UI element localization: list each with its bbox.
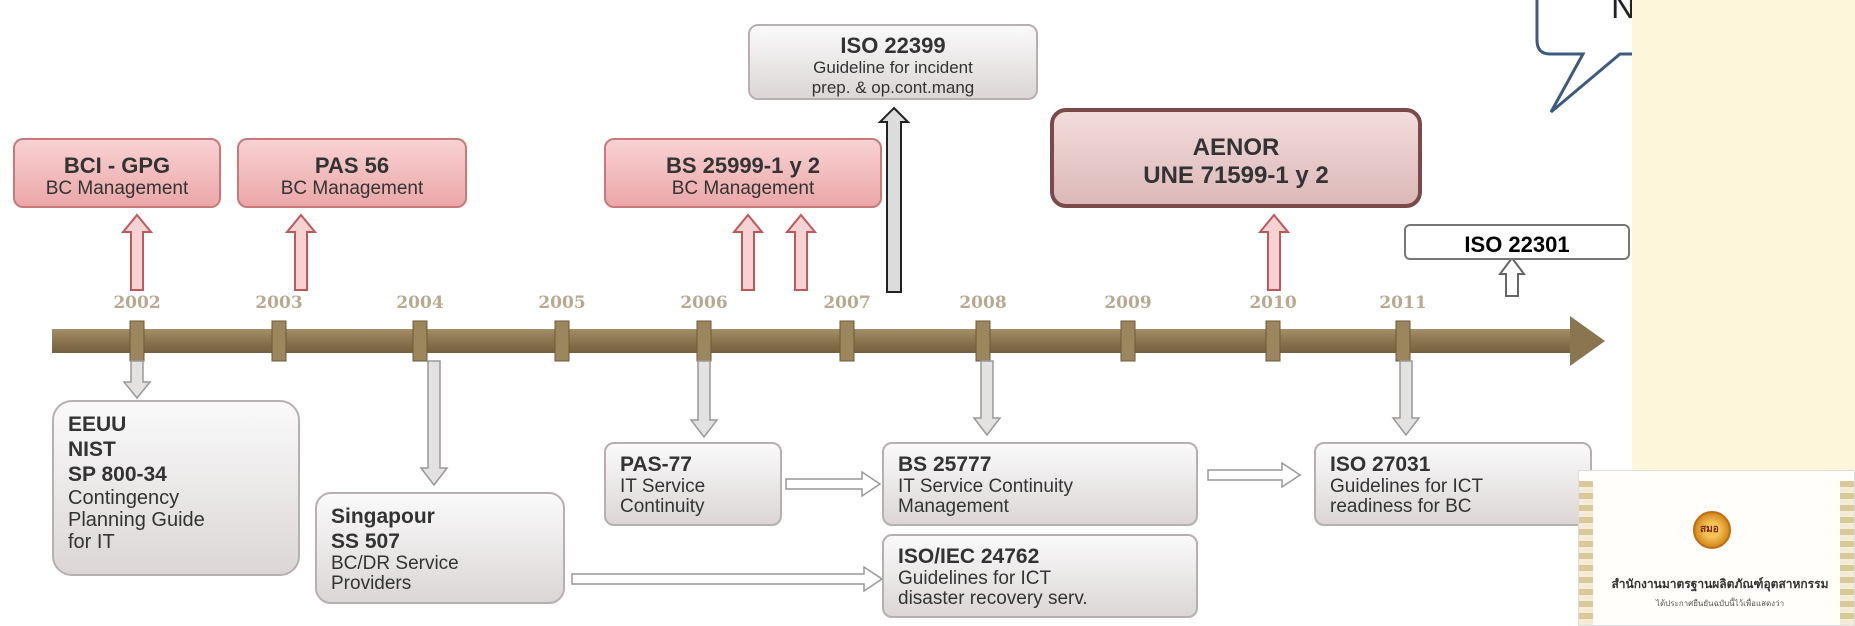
year-tick — [271, 320, 287, 362]
right-arrow — [1207, 461, 1302, 489]
timeline-arrowhead — [1570, 316, 1605, 366]
box-title: PAS-77 — [620, 453, 692, 476]
box-line: Providers — [331, 573, 412, 594]
seal-icon: สมอ — [1693, 511, 1731, 549]
year-tick — [839, 320, 855, 362]
year-tick — [696, 320, 712, 362]
down-arrow — [419, 360, 449, 487]
pas77-box: PAS-77 IT Service Continuity — [604, 442, 782, 526]
box-title: SP 800-34 — [68, 463, 167, 486]
year-label: 2008 — [959, 293, 1007, 313]
up-arrow — [877, 106, 911, 293]
bs25999-box: BS 25999-1 y 2 BC Management — [604, 138, 882, 208]
box-line: readiness for BC — [1330, 496, 1472, 517]
down-arrow — [122, 360, 152, 400]
up-arrow — [120, 213, 154, 291]
certificate-org: สำนักงานมาตรฐานผลิตภัณฑ์อุตสาหกรรม — [1611, 577, 1829, 591]
box-title: BS 25999-1 y 2 — [665, 153, 821, 178]
right-arrow — [785, 470, 882, 498]
box-line: Contingency — [68, 487, 180, 509]
year-label: 2005 — [538, 293, 586, 313]
box-line: for IT — [68, 531, 115, 553]
timeline-diagram: New 2002 2003 2004 2005 2006 2007 2008 2… — [13, 0, 1680, 618]
box-title: PAS 56 — [314, 153, 390, 178]
bci-gpg-box: BCI - GPG BC Management — [13, 138, 221, 208]
box-line: Guideline for incident — [813, 58, 973, 77]
year-label: 2003 — [255, 293, 303, 313]
box-line: prep. & op.cont.mang — [811, 78, 975, 97]
certificate-border-left — [1579, 481, 1593, 625]
box-subtitle: BC Management — [671, 178, 815, 199]
box-line: Continuity — [620, 496, 705, 517]
pas56-box: PAS 56 BC Management — [237, 138, 467, 208]
year-tick — [975, 320, 991, 362]
down-arrow — [689, 360, 719, 439]
iso27031-box: ISO 27031 Guidelines for ICT readiness f… — [1314, 442, 1592, 526]
year-tick — [1265, 320, 1281, 362]
timeline-axis — [52, 329, 1572, 353]
box-line: disaster recovery serv. — [898, 588, 1088, 609]
year-tick — [554, 320, 570, 362]
box-title: ISO 27031 — [1330, 453, 1431, 476]
year-tick — [129, 320, 145, 362]
bs25777-box: BS 25777 IT Service Continuity Managemen… — [882, 442, 1198, 526]
year-label: 2010 — [1249, 293, 1297, 313]
year-label: 2011 — [1379, 293, 1427, 313]
box-line: Guidelines for ICT — [898, 568, 1052, 589]
box-line: BC/DR Service — [331, 553, 459, 574]
box-line: Guidelines for ICT — [1330, 476, 1484, 497]
seal-text: สมอ — [1700, 524, 1719, 535]
certificate-thumbnail: สมอ สำนักงานมาตรฐานผลิตภัณฑ์อุตสาหกรรม ไ… — [1578, 470, 1855, 626]
iso22301-box: ISO 22301 — [1404, 224, 1630, 260]
singapour-box: Singapour SS 507 BC/DR Service Providers — [315, 492, 565, 604]
certificate-sub: ได้ประกาศยืนยันฉบับนี้ไว้เพื่อแสดงว่า — [1655, 599, 1785, 608]
box-title: ISO 22399 — [840, 33, 946, 58]
box-line: IT Service Continuity — [898, 476, 1073, 497]
box-line: Management — [898, 496, 1009, 517]
year-label: 2004 — [396, 293, 444, 313]
aenor-box: AENOR UNE 71599-1 y 2 — [1050, 108, 1422, 208]
timeline-graphics — [52, 0, 1632, 593]
year-label: 2009 — [1104, 293, 1152, 313]
up-arrow — [284, 213, 318, 291]
box-title: ISO/IEC 24762 — [898, 545, 1040, 568]
year-tick — [1395, 320, 1411, 362]
iso24762-box: ISO/IEC 24762 Guidelines for ICT disaste… — [882, 534, 1198, 618]
eeuu-nist-box: EEUU NIST SP 800-34 Contingency Planning… — [52, 400, 300, 576]
box-title-2: UNE 71599-1 y 2 — [1143, 162, 1329, 189]
up-arrow — [784, 213, 818, 291]
box-title: BS 25777 — [898, 453, 992, 476]
iso22399-box: ISO 22399 Guideline for incident prep. &… — [748, 24, 1038, 100]
box-title: Singapour — [331, 505, 435, 528]
box-subtitle: BC Management — [45, 178, 189, 199]
down-arrow — [972, 360, 1002, 437]
up-arrow — [1498, 256, 1526, 297]
up-arrow — [1257, 213, 1291, 291]
right-arrow — [571, 565, 884, 593]
box-line: IT Service — [620, 476, 706, 497]
year-tick — [1120, 320, 1136, 362]
box-title: ISO 22301 — [1464, 232, 1570, 257]
box-title: NIST — [68, 438, 116, 461]
year-label: 2002 — [113, 293, 161, 313]
certificate-border-right — [1840, 481, 1854, 625]
box-title: BCI - GPG — [63, 153, 171, 178]
up-arrow — [731, 213, 765, 291]
new-callout — [1535, 0, 1632, 114]
box-title: SS 507 — [331, 530, 400, 553]
box-line: Planning Guide — [68, 509, 205, 531]
box-subtitle: BC Management — [280, 178, 424, 199]
year-label: 2006 — [680, 293, 728, 313]
box-title: EEUU — [68, 413, 127, 436]
year-tick — [412, 320, 428, 362]
box-title: AENOR — [1192, 134, 1280, 161]
year-label: 2007 — [823, 293, 871, 313]
down-arrow — [1391, 360, 1421, 437]
